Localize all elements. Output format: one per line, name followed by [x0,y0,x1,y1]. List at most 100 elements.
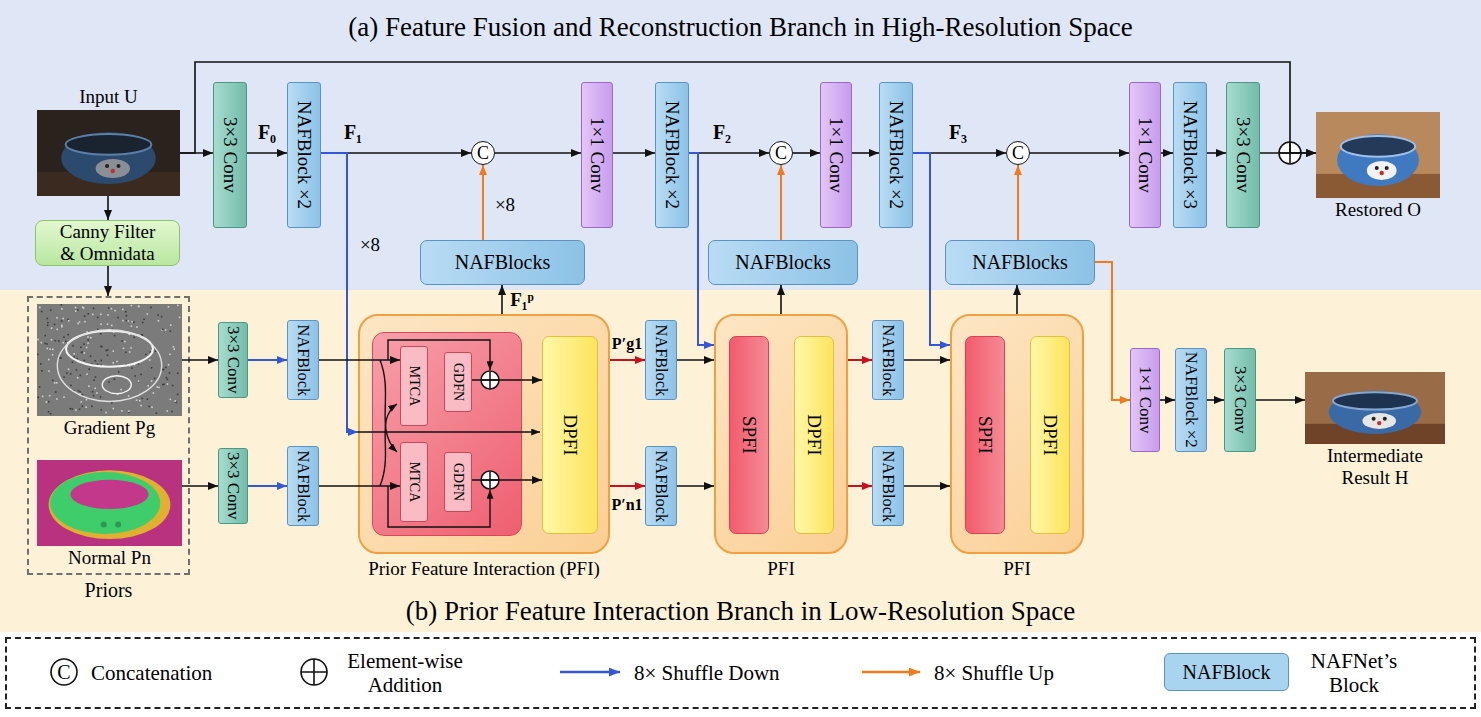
nafblock: NAFBlock [645,446,677,526]
gradient-noise [72,361,74,363]
node-text: Canny Filter & Omnidata [52,221,163,265]
gradient-noise [151,367,153,369]
gradient-noise [131,321,133,323]
gradient-noise [147,385,149,387]
gradient-noise [77,309,79,311]
gradient-noise [63,336,65,338]
gradient-noise [82,406,84,408]
group-label: PFI [716,558,846,580]
gradient-noise [100,314,102,316]
gradient-noise [44,335,46,337]
nafblock: NAFBlock ×2 [287,82,321,228]
normal-background [37,460,182,546]
node-text: NAFBlock [879,450,898,522]
node-text: 3×3 Conv [223,452,243,520]
bowl-face [1362,413,1396,429]
gradient-noise [97,364,99,366]
node-text: MTCA [406,366,422,406]
canny-box: Canny Filter & Omnidata [35,220,180,266]
gradient-noise [41,311,43,313]
connector [482,165,484,240]
gradient-noise [100,346,102,348]
gradient-noise [111,325,113,327]
connector [904,485,950,487]
gradient-noise [162,329,164,331]
gradient-noise [86,347,88,349]
gradient-noise [84,360,86,362]
edge-label-holder: F₀ [258,121,276,144]
gradient-noise [161,316,163,318]
node-text: NAFBlock ×3 [1179,101,1201,209]
edge-label-holder: P′n1 [611,496,642,514]
gradient-noise [165,329,167,331]
gradient-noise [100,333,102,335]
nafblock: NAFBlock [872,320,904,400]
nafblock: NAFBlock ×2 [655,82,689,228]
gradient-noise [138,381,140,383]
gradient-noise [63,342,65,344]
nafblock: NAFBlock [287,320,319,400]
gradient-noise [130,347,132,349]
legend-text-holder: Concatenation [91,639,212,707]
legend-text: 8× Shuffle Up [934,661,1054,685]
gradient-noise [174,400,176,402]
nafblock: NAFBlock ×2 [1175,348,1207,452]
conv-block: 3×3 Conv [1226,82,1260,228]
gradient-noise [136,399,138,401]
gradient-noise [79,391,81,393]
gradient-noise [80,401,82,403]
gradient-noise [141,398,143,400]
node-text: GDFN [450,363,466,401]
group-label: Prior Feature Interaction (PFI) [360,558,608,580]
gradient-noise [90,355,92,357]
gradient-noise [149,351,151,353]
gradient-noise [138,306,140,308]
cross-attention-curve [380,360,397,452]
addition-cross [301,659,327,685]
restored-image: Restored O [1316,112,1440,222]
conv-block: 3×3 Conv [213,82,247,228]
node-text: DPFI [559,414,581,455]
feature-line [358,431,540,432]
gradient-noise [87,336,89,338]
gradient-noise [52,380,54,382]
edge-label: ×8 [495,194,515,215]
addition-cross [482,472,498,488]
image-label: Normal Pn [37,547,182,569]
gradient-noise [140,374,142,376]
gradient-noise [156,386,158,388]
addition-symbol [481,371,499,389]
edge-label-holder: ×8 [360,234,380,256]
gradient-noise [88,368,90,370]
gradient-noise [40,363,42,365]
node-text: NAFBlock [879,324,898,396]
gradient-noise [58,340,60,342]
legend-symbol-holder: C [51,659,77,685]
input-image: Input U [37,86,180,196]
node-text: 3×3 Conv [219,117,241,193]
gradient-noise [150,307,152,309]
connector [501,285,503,314]
photo-background [1305,372,1445,444]
connector [780,165,782,240]
node-text: 1×1 Conv [1135,366,1155,434]
gradient-noise [128,410,130,412]
connector [319,485,400,487]
normal-ring [50,472,160,534]
connector [180,152,213,154]
gradient-noise [37,397,39,399]
node-text: NAFBlock [294,450,313,522]
edge-label: F₁ᵖ [510,289,534,310]
legend-text-holder: Element-wise Addition [340,639,470,707]
node-text: 3×3 Conv [1230,366,1250,434]
connector [495,152,581,154]
gradient-noise [111,308,113,310]
bowl-eye [1375,166,1379,170]
connector [1161,152,1173,154]
gradient-noise [126,320,128,322]
gradient-noise [100,323,102,325]
gradient-noise [94,388,96,390]
gradient-noise [86,373,88,375]
connector [793,152,820,154]
gradient-noise [134,375,136,377]
